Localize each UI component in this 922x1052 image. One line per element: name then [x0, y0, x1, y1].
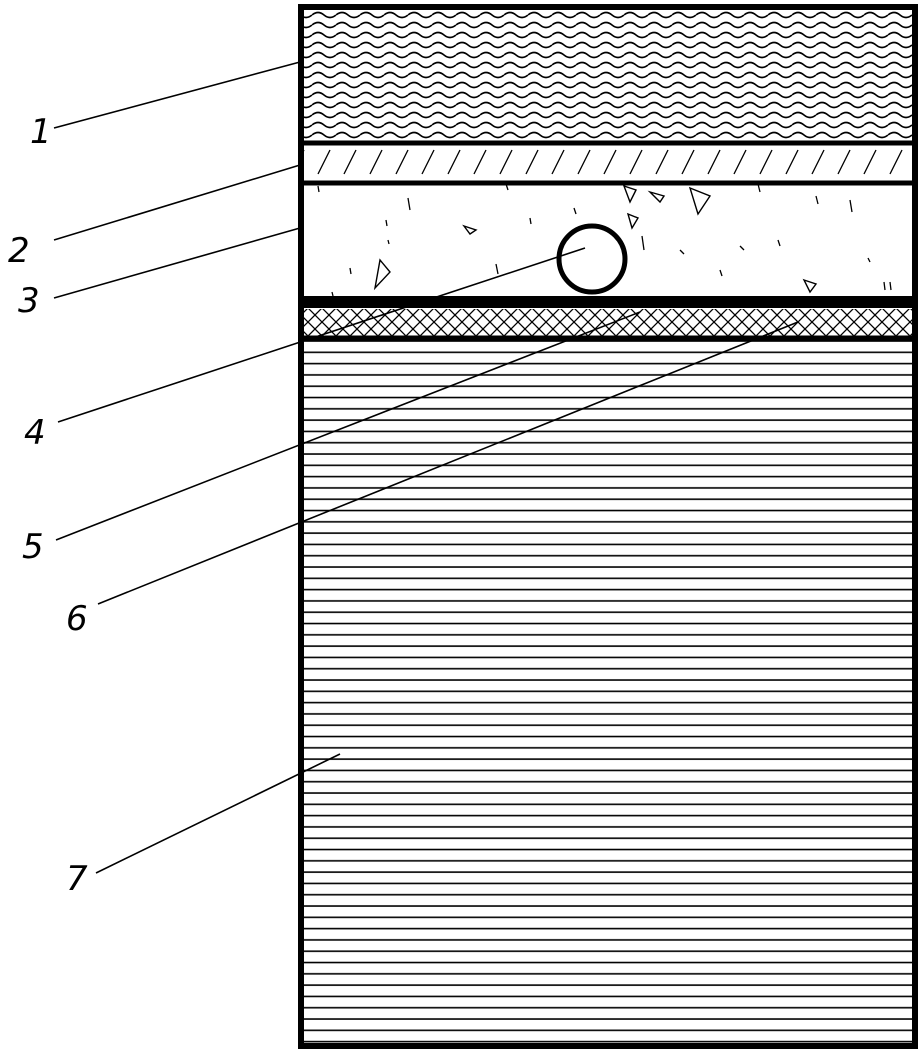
- callout-5: 5: [22, 527, 44, 567]
- leader-2: [53, 164, 301, 241]
- layer-5-band: [302, 296, 914, 308]
- leader-6: [97, 321, 799, 605]
- outer-frame: [298, 4, 918, 1049]
- layer-7-horizontal: [302, 340, 914, 1044]
- layer-2-hatched: [302, 145, 914, 182]
- leader-7: [95, 753, 341, 874]
- callout-3: 3: [18, 281, 40, 321]
- callout-1: 1: [30, 112, 52, 152]
- callout-7: 7: [66, 859, 88, 899]
- callout-2: 2: [8, 231, 30, 271]
- layer-1-wavy: [302, 8, 914, 142]
- leader-5: [55, 311, 641, 541]
- callout-6: 6: [66, 599, 88, 639]
- callout-4: 4: [24, 413, 46, 453]
- pipe-circle: [556, 223, 628, 295]
- leader-1: [53, 61, 301, 129]
- leader-3: [53, 227, 301, 299]
- leader-4: [57, 247, 586, 423]
- layer-6-crosshatch: [302, 309, 914, 337]
